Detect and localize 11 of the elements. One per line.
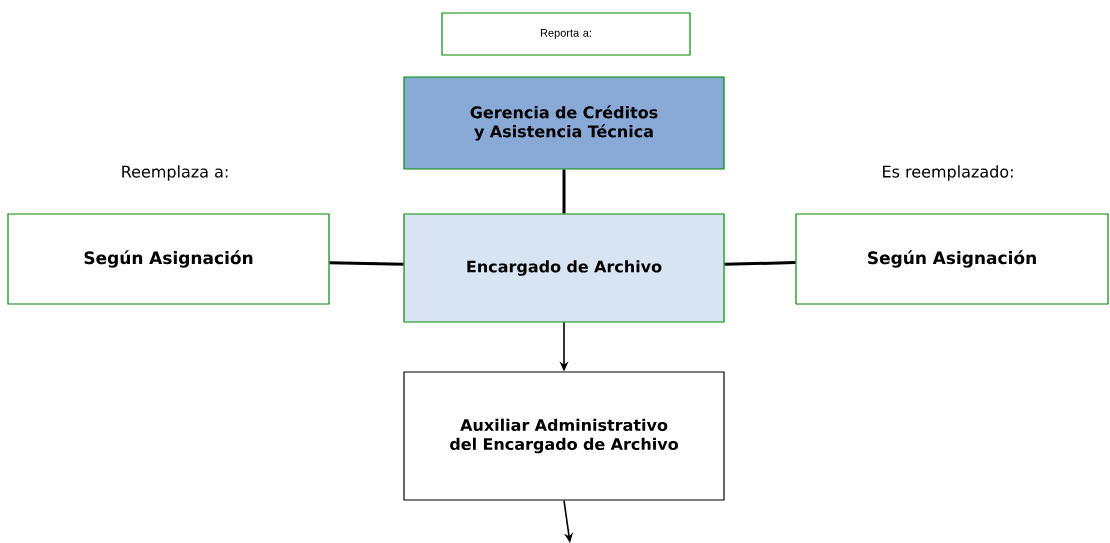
replacement-box: Según Asignación	[7, 213, 330, 305]
manager-box: Gerencia de Créditos y Asistencia Técnica	[403, 76, 725, 170]
connector	[562, 169, 566, 214]
connector	[329, 261, 404, 266]
role-box: Encargado de Archivo	[403, 213, 725, 323]
heading-box: Reporta a:	[441, 12, 691, 56]
side-label: Reemplaza a:	[122, 165, 228, 181]
subordinate-box: Auxiliar Administrativo del Encargado de Archivo	[403, 371, 725, 501]
side-label: Es reemplazado:	[883, 165, 1013, 181]
replacement-box: Según Asignación	[795, 213, 1109, 305]
connector	[724, 261, 796, 266]
